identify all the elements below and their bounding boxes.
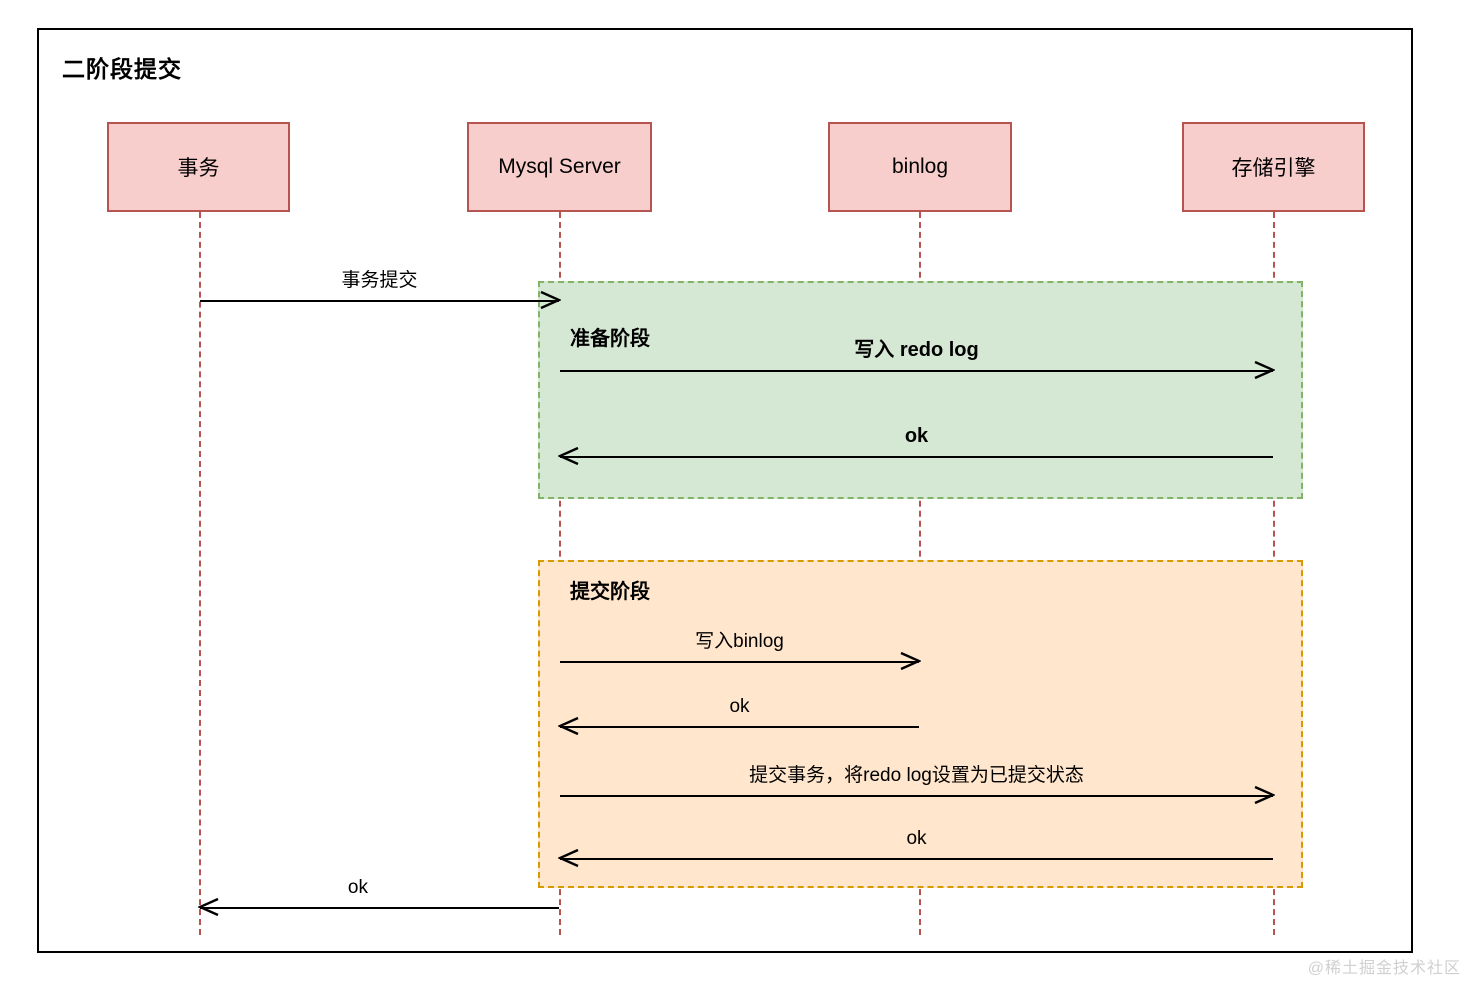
message-label: ok [347,877,368,898]
participant-storage-engine[interactable]: 存储引擎 [1182,122,1365,212]
message-line [560,858,1273,860]
phase-block-commit [538,560,1303,888]
participant-binlog[interactable]: binlog [828,122,1012,212]
message-label: 事务提交 [341,270,418,291]
arrowhead-right-icon [1253,360,1275,380]
arrowhead-right-icon [899,651,921,671]
watermark: @稀土掘金技术社区 [1307,960,1461,977]
message-label: ok [906,828,927,849]
message-line [560,726,919,728]
arrowhead-left-icon [558,848,580,868]
arrowhead-right-icon [539,290,561,310]
arrowhead-left-icon [198,897,220,917]
message-label: ok [729,696,750,717]
message-label: 写入binlog [695,631,784,652]
participant-label: 事务 [177,157,220,180]
participant-transaction[interactable]: 事务 [107,122,290,212]
arrowhead-right-icon [1253,785,1275,805]
message-line [560,370,1273,372]
message-line [200,907,559,909]
message-line [560,456,1273,458]
arrowhead-left-icon [558,716,580,736]
message-label: 提交事务，将redo log设置为已提交状态 [749,765,1084,786]
message-label: 写入 redo log [854,339,979,361]
participant-label: binlog [891,155,949,178]
participant-mysql-server[interactable]: Mysql Server [467,122,652,212]
phase-block-prepare [538,281,1303,499]
message-line [560,661,919,663]
phase-label-commit: 提交阶段 [570,581,650,603]
participant-label: 存储引擎 [1231,157,1316,180]
participant-label: Mysql Server [498,155,621,178]
phase-label-prepare: 准备阶段 [570,328,650,350]
message-line [200,300,559,302]
lifeline-transaction [199,212,201,935]
page-title: 二阶段提交 [62,56,182,82]
message-line [560,795,1273,797]
arrowhead-left-icon [558,446,580,466]
message-label: ok [904,425,929,447]
